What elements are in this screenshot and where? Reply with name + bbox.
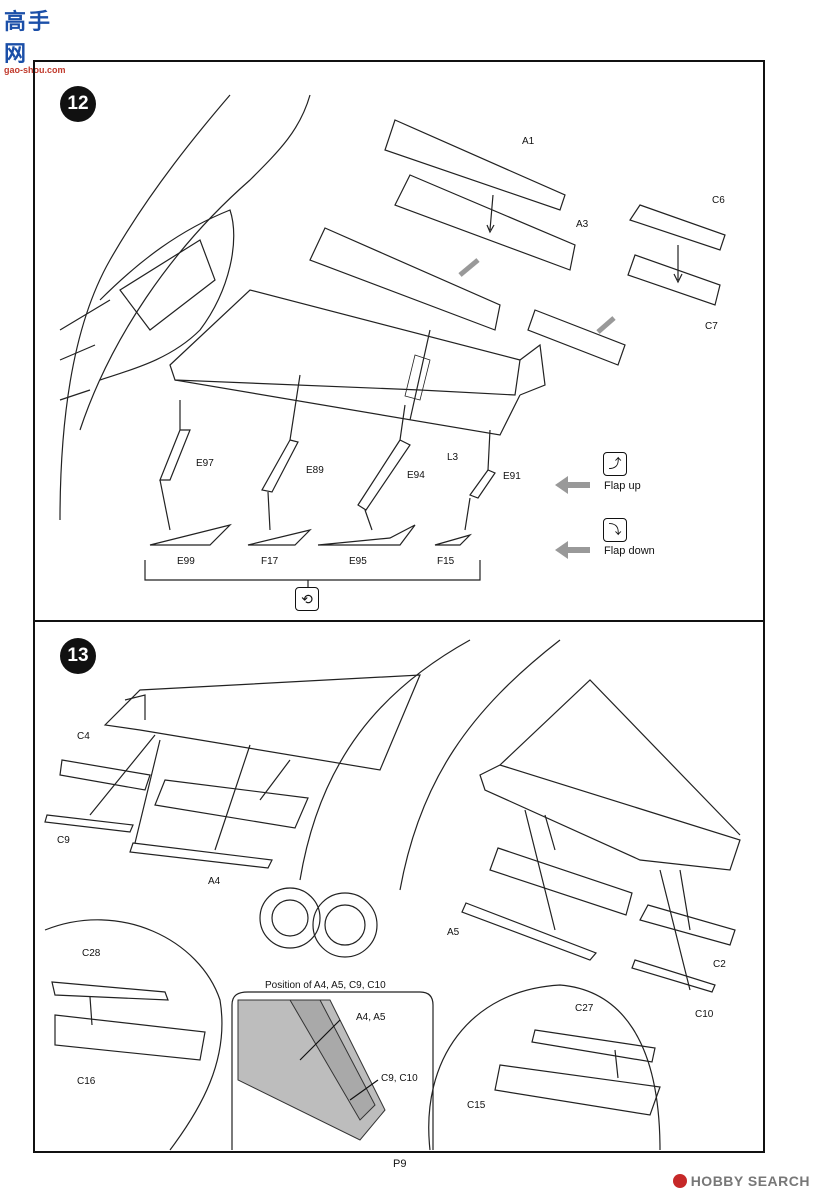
part-label: E95: [349, 556, 367, 567]
part-label: E94: [407, 470, 425, 481]
part-label: C27: [575, 1003, 594, 1014]
part-label: F17: [261, 556, 279, 567]
part-label: E91: [503, 471, 521, 482]
detail-label: C9, C10: [381, 1073, 418, 1084]
part-label: C16: [77, 1076, 96, 1087]
detail-title: Position of A4, A5, C9, C10: [265, 980, 386, 991]
turn-over-icon: ⟲: [295, 587, 319, 611]
part-label: E97: [196, 458, 214, 469]
hobby-search-logo-icon: [672, 1174, 687, 1188]
hobby-search-watermark: HOBBY SEARCH: [672, 1173, 810, 1189]
part-label: A1: [522, 136, 535, 147]
instruction-frame: [33, 60, 765, 1153]
flap-down-icon: ⤵: [603, 518, 627, 542]
part-label: C4: [77, 731, 90, 742]
part-label: A3: [576, 219, 589, 230]
part-label: A5: [447, 927, 460, 938]
flap-up-icon: ⤴: [603, 452, 627, 476]
part-label: F15: [437, 556, 455, 567]
part-label: E99: [177, 556, 195, 567]
part-label: C9: [57, 835, 70, 846]
step-divider: [33, 620, 765, 622]
part-label: A4: [208, 876, 221, 887]
part-label: C28: [82, 948, 101, 959]
flap-up-label: Flap up: [604, 480, 641, 492]
watermark-text: HOBBY SEARCH: [690, 1173, 810, 1189]
detail-label: A4, A5: [356, 1012, 386, 1023]
part-label: E89: [306, 465, 324, 476]
part-label: C2: [713, 959, 726, 970]
part-label: C7: [705, 321, 718, 332]
logo-text: 高手网: [4, 9, 53, 66]
part-label: C15: [467, 1100, 486, 1111]
page-number: P9: [393, 1158, 407, 1170]
part-label: L3: [447, 452, 459, 463]
flap-down-label: Flap down: [604, 545, 655, 557]
step-12-badge: 12: [60, 86, 96, 122]
part-label: C6: [712, 195, 725, 206]
part-label: C10: [695, 1009, 714, 1020]
step-13-badge: 13: [60, 638, 96, 674]
